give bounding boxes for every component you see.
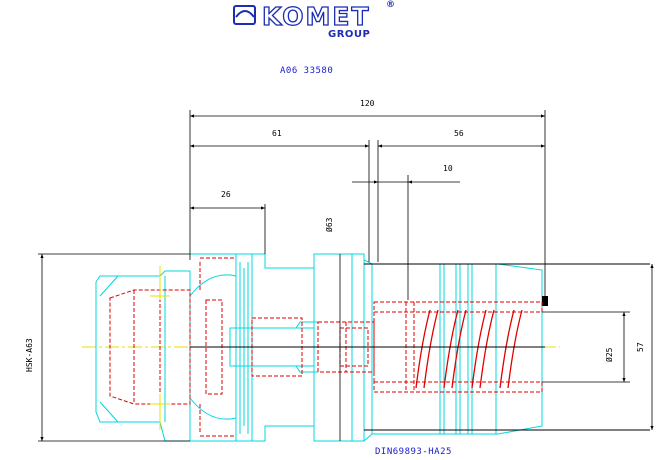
dim-taper-label: HSK-A63 <box>25 338 34 372</box>
dim-shank-length: 61 <box>272 129 282 138</box>
komet-swoosh-icon <box>233 5 256 25</box>
standard-label: DIN69893-HA25 <box>375 447 452 457</box>
dim-outer-height: 57 <box>636 342 645 352</box>
registered-mark: ® <box>386 0 395 10</box>
hidden-lines <box>109 257 543 437</box>
dim-bore-diameter: Ø25 <box>604 347 614 362</box>
thread-helix <box>415 309 523 389</box>
brand-subbrand: GROUP <box>328 29 371 40</box>
dim-flange-width: 26 <box>221 190 231 199</box>
tool-outline <box>95 253 548 442</box>
dimension-lines <box>38 110 654 442</box>
center-marks <box>150 266 170 430</box>
reference-edges <box>190 263 650 431</box>
part-number: A06 33580 <box>280 66 334 76</box>
dim-flange-diameter: Ø63 <box>324 217 334 232</box>
brand-name: KOMET <box>261 1 371 31</box>
dim-overall-length: 120 <box>360 99 375 108</box>
dim-collar-width: 10 <box>443 164 453 173</box>
dim-projection-length: 56 <box>454 129 464 138</box>
